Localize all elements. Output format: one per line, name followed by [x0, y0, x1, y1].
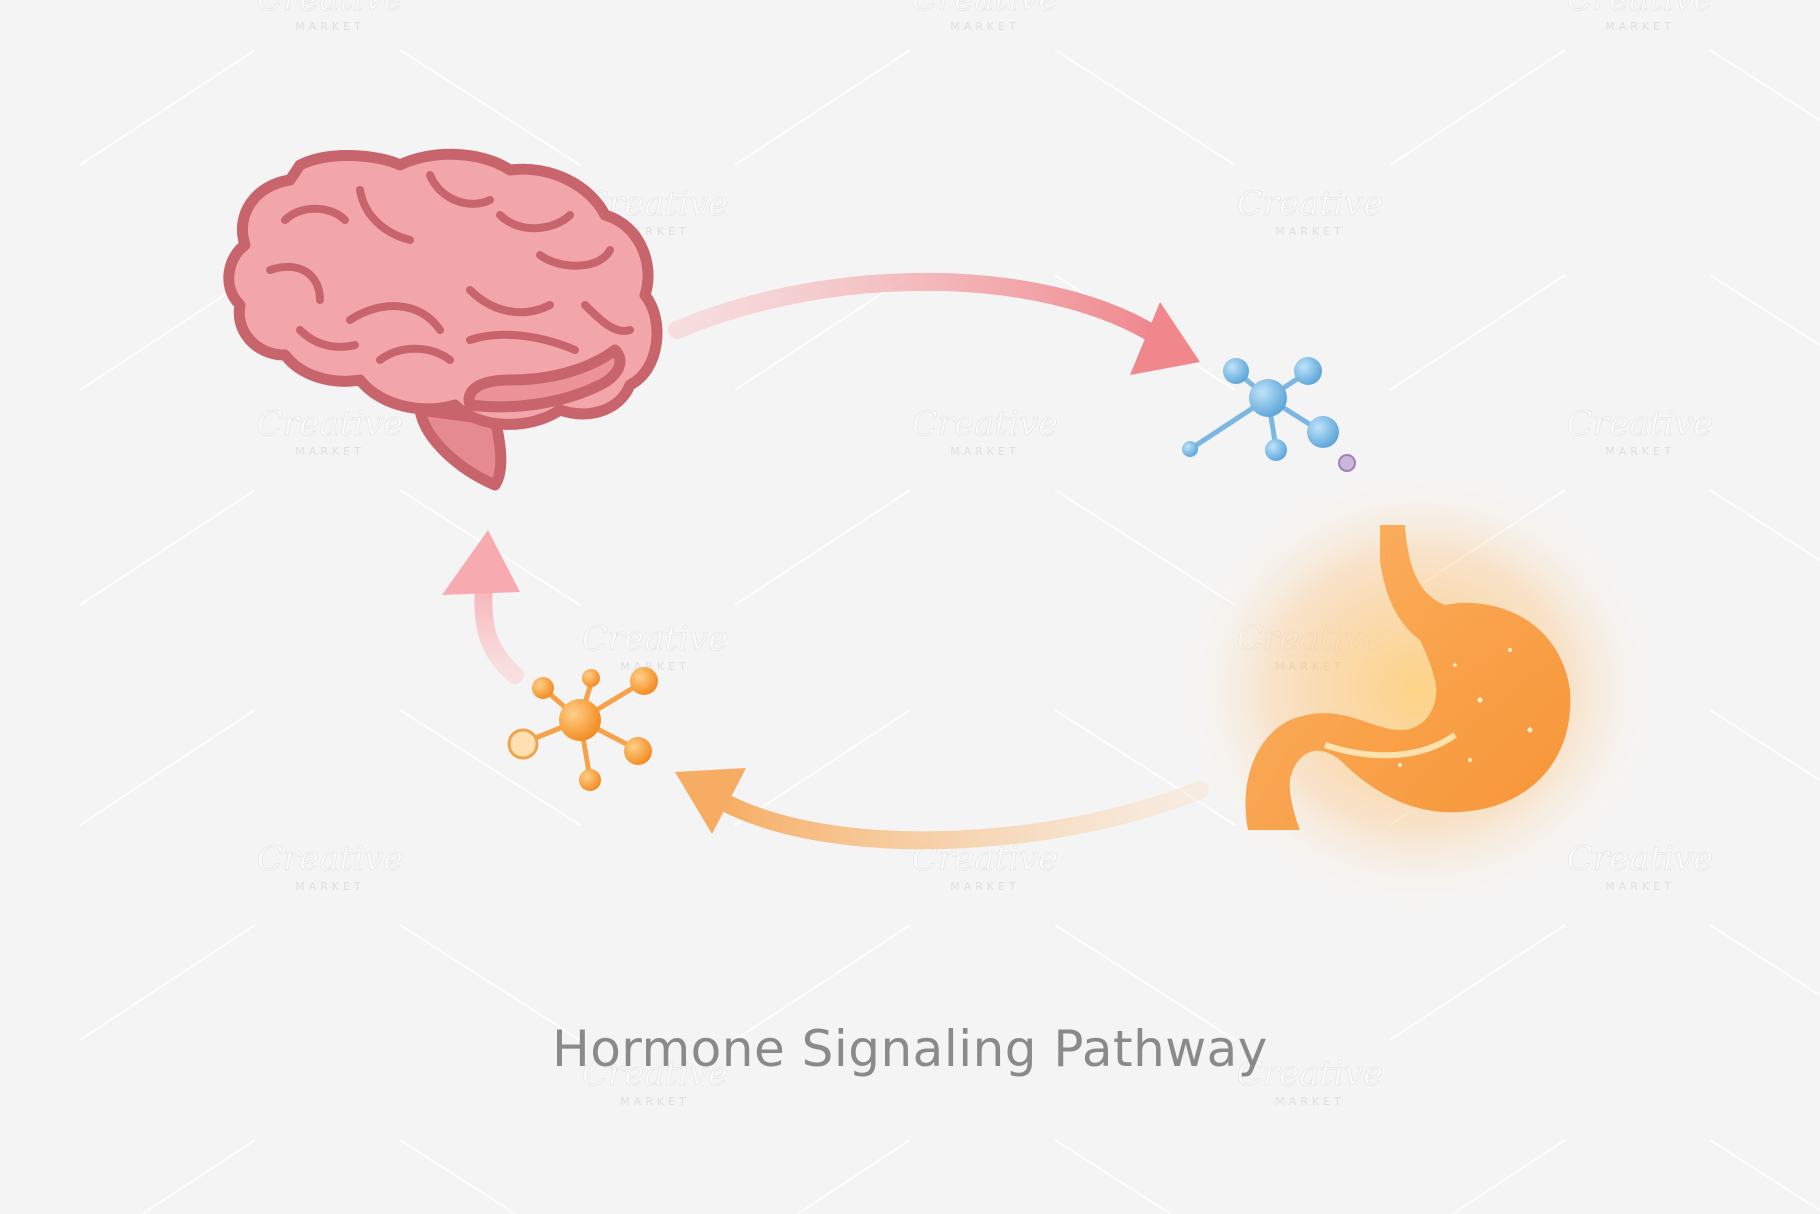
watermark-layer: CreativeMARKETCreativeMARKETCreativeMARK…	[256, 0, 1714, 1108]
watermark-line	[79, 924, 256, 1041]
arrow-orange-hormone-to-brain	[442, 530, 524, 684]
svg-text:MARKET: MARKET	[950, 880, 1020, 893]
svg-text:MARKET: MARKET	[295, 20, 365, 33]
svg-text:Creative: Creative	[582, 184, 729, 224]
svg-text:Creative: Creative	[912, 0, 1059, 19]
svg-text:Creative: Creative	[1237, 1054, 1384, 1094]
arrow-stomach-to-orange-hormone	[675, 768, 1209, 850]
svg-text:MARKET: MARKET	[1605, 445, 1675, 458]
watermark-line	[399, 1139, 518, 1214]
molecule-icon-orange	[507, 667, 658, 791]
watermark-line	[399, 709, 581, 826]
watermark-line	[79, 709, 256, 826]
stomach-icon	[1170, 460, 1670, 920]
watermark-line	[79, 489, 256, 606]
svg-text:Creative: Creative	[582, 619, 729, 659]
watermark-line	[1709, 924, 1820, 997]
watermark-line	[795, 1139, 911, 1214]
watermark-line	[1054, 924, 1236, 1041]
svg-text:MARKET: MARKET	[620, 1095, 690, 1108]
watermark-line	[399, 924, 581, 1041]
svg-text:Creative: Creative	[912, 404, 1059, 444]
svg-text:MARKET: MARKET	[1605, 880, 1675, 893]
diagram-title: Hormone Signaling Pathway	[552, 1020, 1268, 1078]
arrow-brain-to-blue-hormone	[668, 272, 1200, 375]
svg-text:Creative: Creative	[1237, 184, 1384, 224]
watermark-line	[1054, 49, 1236, 166]
watermark-line	[79, 274, 256, 391]
watermark-line	[734, 274, 911, 391]
watermark-line	[140, 1139, 256, 1214]
svg-text:MARKET: MARKET	[1275, 225, 1345, 238]
svg-text:MARKET: MARKET	[295, 445, 365, 458]
svg-text:MARKET: MARKET	[1275, 1095, 1345, 1108]
watermark-line	[734, 49, 911, 166]
watermark-line	[1709, 489, 1820, 562]
watermark-lines	[79, 49, 1820, 1214]
svg-text:Creative: Creative	[1567, 0, 1714, 19]
watermark-line	[1709, 1139, 1820, 1212]
svg-text:Creative: Creative	[257, 839, 404, 879]
watermark-line	[1709, 274, 1820, 347]
svg-text:Creative: Creative	[257, 404, 404, 444]
watermark-line	[399, 49, 581, 166]
svg-text:MARKET: MARKET	[950, 20, 1020, 33]
svg-text:Creative: Creative	[257, 0, 404, 19]
watermark-line	[1450, 1139, 1566, 1214]
svg-text:Creative: Creative	[582, 1054, 729, 1094]
svg-text:Creative: Creative	[1567, 404, 1714, 444]
watermark-line	[1709, 49, 1820, 122]
svg-text:MARKET: MARKET	[295, 880, 365, 893]
watermark-line	[1709, 709, 1820, 782]
watermark-line	[1389, 49, 1566, 166]
watermark-line	[79, 49, 256, 166]
watermark-line	[1389, 274, 1566, 391]
watermark-line	[734, 924, 911, 1041]
svg-text:MARKET: MARKET	[620, 660, 690, 673]
watermark-line	[734, 709, 911, 826]
watermark-line	[1389, 924, 1566, 1041]
watermark-line	[734, 489, 911, 606]
molecule-icon-blue	[1182, 357, 1356, 472]
svg-text:MARKET: MARKET	[1605, 20, 1675, 33]
brain-icon	[223, 148, 663, 491]
watermark-line	[1054, 1139, 1173, 1214]
svg-text:MARKET: MARKET	[950, 445, 1020, 458]
